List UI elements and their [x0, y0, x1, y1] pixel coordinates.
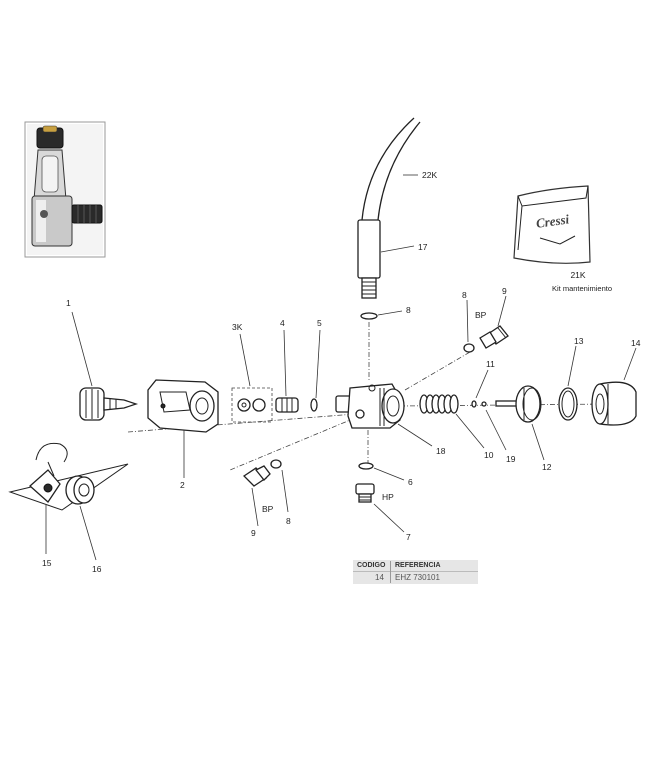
first-stage-body — [335, 383, 405, 429]
label-bp-top: BP — [475, 310, 487, 320]
label-1: 1 — [66, 298, 71, 308]
label-16: 16 — [92, 564, 102, 574]
table-divider — [353, 571, 478, 572]
label-2: 2 — [180, 480, 185, 490]
label-9-top: 9 — [502, 286, 507, 296]
hose-fitting — [357, 219, 381, 299]
yoke — [147, 379, 219, 433]
label-13: 13 — [574, 336, 584, 346]
o-ring — [310, 398, 318, 412]
spring — [419, 394, 459, 414]
label-17: 17 — [418, 242, 428, 252]
label-bp-bottom: BP — [262, 504, 274, 514]
product-photo-inset — [24, 121, 106, 258]
yoke-screw — [79, 387, 139, 421]
label-12: 12 — [542, 462, 552, 472]
label-5: 5 — [317, 318, 322, 328]
o-ring — [358, 462, 374, 470]
o-ring — [360, 312, 378, 320]
label-10: 10 — [484, 450, 494, 460]
label-6: 6 — [408, 477, 413, 487]
reference-table: CODIGO REFERENCIA 14 EHZ 730101 — [353, 560, 478, 584]
table-header-code: CODIGO — [357, 562, 386, 569]
piston — [495, 385, 542, 423]
label-3k: 3K — [232, 322, 243, 332]
table-code-value: 14 — [375, 573, 384, 582]
label-hp: HP — [382, 492, 394, 502]
din-adaptor — [65, 475, 95, 505]
label-8-bp: 8 — [462, 290, 467, 300]
label-21k: 21K — [570, 270, 585, 280]
label-18: 18 — [436, 446, 446, 456]
table-header-reference: REFERENCIA — [395, 562, 441, 569]
o-ring — [270, 459, 282, 469]
ball — [481, 401, 487, 407]
label-19: 19 — [506, 454, 516, 464]
label-22k: 22K — [422, 170, 437, 180]
bp-plug-lower — [242, 465, 271, 487]
label-9-lower: 9 — [251, 528, 256, 538]
hose — [361, 117, 421, 221]
bp-plug — [479, 325, 509, 349]
table-reference-value: EHZ 730101 — [395, 573, 440, 582]
filter-kit — [231, 387, 273, 423]
cap — [591, 381, 637, 426]
dust-cap — [8, 442, 129, 511]
hp-plug — [355, 483, 375, 503]
label-14: 14 — [631, 338, 641, 348]
label-11: 11 — [486, 359, 495, 369]
maintenance-kit-bag: Cressi — [513, 185, 591, 264]
o-ring — [463, 343, 475, 353]
washer — [471, 400, 477, 408]
label-7: 7 — [406, 532, 411, 542]
label-4: 4 — [280, 318, 285, 328]
seat — [275, 397, 299, 413]
label-8-lower: 8 — [286, 516, 291, 526]
table-column-separator — [390, 561, 391, 583]
label-8-hose: 8 — [406, 305, 411, 315]
label-kit-mantenimiento: Kit mantenimiento — [552, 284, 612, 293]
label-15: 15 — [42, 558, 52, 568]
bag-logo: Cressi — [535, 211, 570, 231]
